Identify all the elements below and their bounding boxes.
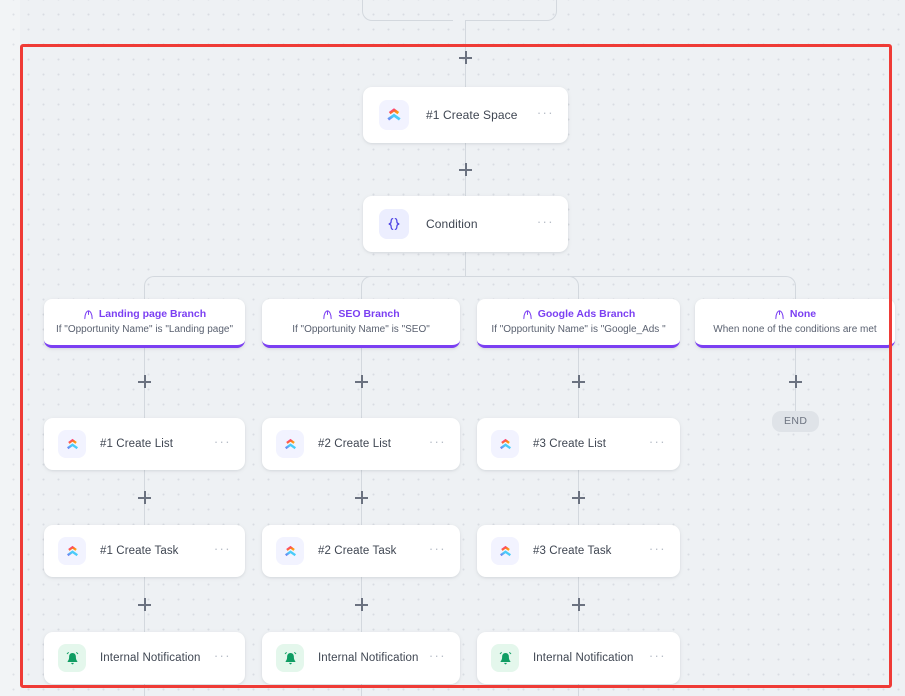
- branch-icon: [83, 309, 94, 320]
- node-label: Internal Notification: [100, 652, 201, 664]
- node-col1-create-list[interactable]: #1 Create List ···: [44, 418, 245, 470]
- clickup-icon: [58, 430, 86, 458]
- node-menu-button[interactable]: ···: [428, 648, 446, 663]
- clickup-icon: [276, 537, 304, 565]
- edge-col2-tail: [361, 684, 362, 696]
- node-label: #3 Create Task: [533, 545, 612, 557]
- branch-subtitle: If "Opportunity Name" is "Google_Ads ": [491, 324, 666, 335]
- node-menu-button[interactable]: ···: [213, 434, 231, 449]
- bell-icon: [491, 644, 519, 672]
- node-label: #1 Create Space: [426, 108, 518, 122]
- branch-icon: [774, 309, 785, 320]
- clickup-icon: [58, 537, 86, 565]
- branch-card-landing-page[interactable]: Landing page Branch If "Opportunity Name…: [44, 299, 245, 348]
- node-col1-create-task[interactable]: #1 Create Task ···: [44, 525, 245, 577]
- branch-title: Landing page Branch: [83, 309, 206, 320]
- node-menu-button[interactable]: ···: [536, 214, 554, 229]
- clickup-icon: [379, 100, 409, 130]
- clickup-icon: [276, 430, 304, 458]
- node-label: #1 Create List: [100, 438, 173, 450]
- branch-subtitle: When none of the conditions are met: [713, 324, 877, 335]
- node-menu-button[interactable]: ···: [648, 434, 666, 449]
- add-step-button-col4-1[interactable]: [789, 375, 802, 388]
- edge-condition-stem: [465, 252, 466, 276]
- add-step-button-col3-1[interactable]: [572, 375, 585, 388]
- node-col3-create-list[interactable]: #3 Create List ···: [477, 418, 680, 470]
- node-label: Internal Notification: [533, 652, 634, 664]
- node-menu-button[interactable]: ···: [536, 105, 554, 120]
- edge-col1-tail: [144, 684, 145, 696]
- branch-card-none[interactable]: None When none of the conditions are met: [695, 299, 895, 348]
- branch-title-text: Google Ads Branch: [537, 308, 636, 321]
- node-menu-button[interactable]: ···: [648, 648, 666, 663]
- end-badge: END: [772, 411, 820, 432]
- node-label: #2 Create Task: [318, 545, 397, 557]
- node-menu-button[interactable]: ···: [428, 541, 446, 556]
- node-label: Internal Notification: [318, 652, 419, 664]
- add-step-button-col2-2[interactable]: [355, 491, 368, 504]
- add-step-button-col3-2[interactable]: [572, 491, 585, 504]
- node-menu-button[interactable]: ···: [213, 648, 231, 663]
- fanout-corner-col4: [465, 276, 796, 299]
- branch-title-text: SEO Branch: [338, 308, 400, 321]
- branch-icon: [322, 309, 333, 320]
- node-label: #2 Create List: [318, 438, 391, 450]
- branch-subtitle: If "Opportunity Name" is "Landing page": [55, 324, 234, 335]
- node-condition[interactable]: Condition ···: [363, 196, 568, 252]
- add-step-button-col1-1[interactable]: [138, 375, 151, 388]
- clickup-icon: [491, 537, 519, 565]
- add-step-button-col3-3[interactable]: [572, 598, 585, 611]
- canvas-left-gutter: [0, 0, 20, 696]
- merge-connector-left: [362, 0, 453, 21]
- branch-icon: [522, 309, 533, 320]
- add-step-button-col2-1[interactable]: [355, 375, 368, 388]
- node-menu-button[interactable]: ···: [213, 541, 231, 556]
- node-col3-create-task[interactable]: #3 Create Task ···: [477, 525, 680, 577]
- fanout-corner-col2: [361, 276, 467, 299]
- add-step-button-top[interactable]: [459, 51, 472, 64]
- node-create-space[interactable]: #1 Create Space ···: [363, 87, 568, 143]
- bell-icon: [58, 644, 86, 672]
- branch-title-text: None: [789, 308, 817, 321]
- node-col1-internal-notification[interactable]: Internal Notification ···: [44, 632, 245, 684]
- branch-card-seo[interactable]: SEO Branch If "Opportunity Name" is "SEO…: [262, 299, 460, 348]
- branch-title-text: Landing page Branch: [98, 308, 207, 321]
- node-label: #1 Create Task: [100, 545, 179, 557]
- node-label: #3 Create List: [533, 438, 606, 450]
- bell-icon: [276, 644, 304, 672]
- node-menu-button[interactable]: ···: [428, 434, 446, 449]
- edge-col3-tail: [578, 684, 579, 696]
- branch-title: Google Ads Branch: [522, 308, 636, 321]
- add-step-button-col1-2[interactable]: [138, 491, 151, 504]
- add-step-button-col1-3[interactable]: [138, 598, 151, 611]
- node-label: Condition: [426, 217, 478, 231]
- node-col2-create-task[interactable]: #2 Create Task ···: [262, 525, 460, 577]
- branch-subtitle: If "Opportunity Name" is "SEO": [292, 324, 430, 335]
- node-menu-button[interactable]: ···: [648, 541, 666, 556]
- node-col3-internal-notification[interactable]: Internal Notification ···: [477, 632, 680, 684]
- node-col2-create-list[interactable]: #2 Create List ···: [262, 418, 460, 470]
- condition-braces-icon: [379, 209, 409, 239]
- add-step-button-col2-3[interactable]: [355, 598, 368, 611]
- node-col2-internal-notification[interactable]: Internal Notification ···: [262, 632, 460, 684]
- branch-title: None: [774, 309, 816, 320]
- branch-card-google-ads[interactable]: Google Ads Branch If "Opportunity Name" …: [477, 299, 680, 348]
- add-step-button-after-create-space[interactable]: [459, 163, 472, 176]
- branch-title: SEO Branch: [322, 308, 400, 321]
- clickup-icon: [491, 430, 519, 458]
- fanout-corner-col1: [144, 276, 467, 299]
- merge-connector-right: [466, 0, 557, 21]
